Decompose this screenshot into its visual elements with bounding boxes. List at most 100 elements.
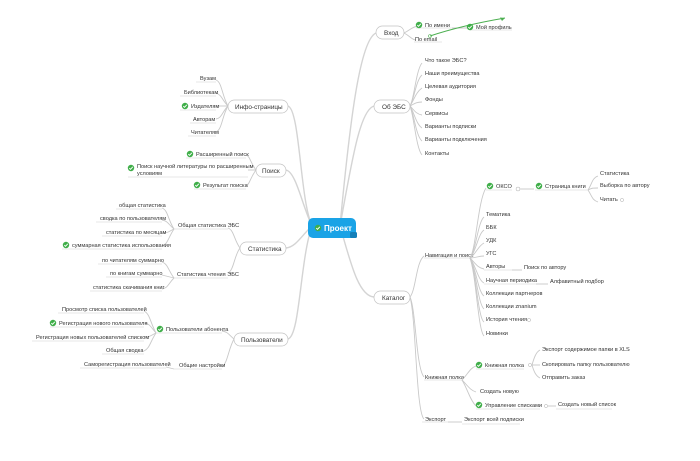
nav-author-search[interactable]: Поиск по автору — [524, 265, 566, 271]
ob-ebs-item[interactable]: Варианты подписки — [425, 124, 476, 130]
poisk-label: Поиск — [262, 168, 280, 175]
check-icon — [486, 182, 494, 190]
stat-general-item[interactable]: сводка по пользователям — [100, 216, 166, 222]
export-label[interactable]: Экспорт — [425, 417, 446, 423]
stat-reading-item[interactable]: по книгам суммарно — [110, 271, 162, 277]
branch-info: Инфо-страницы Вузам Библиотекам Издателя… — [180, 76, 289, 137]
users-account-item[interactable]: Регистрация нового пользователя — [59, 321, 147, 327]
stat-reading-label[interactable]: Статистика чтения ЭБС — [177, 272, 239, 278]
poisk-item[interactable]: Поиск научной литературы по расширенным — [137, 163, 254, 170]
branch-katalog: Каталог Навигация и поиск ОКСО Страница … — [373, 171, 650, 425]
book-item[interactable]: Статистика — [600, 171, 630, 177]
nav-item[interactable]: УГС — [486, 251, 496, 257]
shelf-my[interactable]: Книжная полка — [485, 363, 525, 369]
ob-ebs-item[interactable]: Варианты подключения — [425, 137, 487, 143]
book-item[interactable]: Выборка по автору — [600, 183, 650, 189]
vhod-item-profile[interactable]: Мой профиль — [476, 24, 512, 31]
shelf-new-list[interactable]: Создать новый список — [558, 401, 617, 408]
export-item[interactable]: Экспорт всей подписки — [464, 416, 524, 423]
users-settings-label[interactable]: Общие настройки — [179, 362, 225, 369]
poisk-node[interactable]: Поиск — [255, 163, 287, 178]
stat-general-item[interactable]: суммарная статистика использования — [72, 243, 171, 249]
info-item[interactable]: Авторам — [193, 117, 215, 123]
ob-ebs-item[interactable]: Наши преимущества — [425, 71, 480, 77]
nav-item[interactable]: История чтения — [486, 317, 527, 323]
nav-item[interactable]: Авторы — [486, 264, 505, 270]
check-icon — [475, 401, 483, 409]
users-account-item[interactable]: Регистрация новых пользователей списком — [36, 334, 149, 341]
stat-reading-item[interactable]: статистика скачивания книг — [93, 285, 165, 291]
stat-reading-item[interactable]: по читателям суммарно — [102, 258, 164, 264]
katalog-label: Каталог — [382, 295, 406, 302]
book-item[interactable]: Читать — [600, 197, 618, 203]
vhod-item-by-name[interactable]: По имени — [425, 23, 450, 29]
relation-arrow — [429, 17, 506, 37]
nav-item[interactable]: Тематика — [486, 212, 511, 218]
check-icon — [193, 181, 201, 189]
nav-item[interactable]: УДК — [486, 238, 497, 244]
check-icon — [181, 102, 189, 110]
users-account-item[interactable]: Общая сводка — [106, 348, 144, 354]
branch-ob-ebs: Об ЭБС Что такое ЭБС? Наши преимущества … — [373, 58, 487, 157]
poisk-item[interactable]: условиям — [137, 171, 162, 177]
info-item[interactable]: Читателям — [191, 130, 219, 136]
users-settings-item[interactable]: Саморегистрация пользователей — [84, 361, 171, 368]
poisk-item[interactable]: Расширенный поиск — [196, 151, 249, 158]
check-icon — [314, 224, 322, 232]
ob-ebs-label: Об ЭБС — [382, 103, 406, 111]
nav-search-label[interactable]: Навигация и поиск — [425, 253, 474, 259]
ob-ebs-item[interactable]: Что такое ЭБС? — [425, 58, 467, 64]
shelf-item[interactable]: Скопировать папку пользователю — [542, 362, 630, 368]
stat-label: Статистика — [248, 246, 282, 253]
nav-alpha-index[interactable]: Алфавитный подбор — [550, 278, 604, 285]
vhod-node[interactable]: Вход — [375, 25, 405, 40]
nav-item[interactable]: ББК — [486, 225, 497, 231]
shelf-item[interactable]: Экспорт содержимое папки в XLS — [542, 347, 630, 353]
ob-ebs-node[interactable]: Об ЭБС — [373, 99, 411, 114]
users-node[interactable]: Пользователи — [233, 332, 289, 347]
main-edges — [285, 32, 377, 340]
check-icon — [49, 319, 57, 327]
info-item[interactable]: Издателям — [191, 104, 219, 110]
nav-item[interactable]: Научная периодика — [486, 278, 538, 284]
vhod-item-by-email[interactable]: По email — [415, 37, 437, 43]
nav-book-page[interactable]: Страница книги — [545, 184, 586, 190]
center-label: Проект — [324, 224, 352, 233]
ob-ebs-item[interactable]: Фонды — [425, 97, 443, 103]
check-icon — [156, 325, 164, 333]
users-account-label[interactable]: Пользователи абонента — [166, 327, 229, 333]
branch-users: Пользователи Пользователи абонента Просм… — [32, 306, 289, 370]
users-account-item[interactable]: Просмотр списка пользователей — [62, 306, 147, 313]
branch-stat: Статистика Общая статистика ЭБС общая ст… — [62, 203, 287, 292]
nav-item[interactable]: Коллекции партнеров — [486, 291, 542, 297]
shelf-manage[interactable]: Управление списками — [485, 403, 542, 409]
vhod-label: Вход — [384, 30, 399, 37]
shelf-create[interactable]: Создать новую — [480, 389, 519, 395]
katalog-node[interactable]: Каталог — [373, 290, 411, 305]
center-node[interactable]: Проект — [308, 218, 357, 238]
ob-ebs-item[interactable]: Целевая аудитория — [425, 84, 476, 90]
shelf-item[interactable]: Отправить заказ — [542, 375, 586, 381]
stat-general-label[interactable]: Общая статистика ЭБС — [178, 223, 239, 229]
info-item[interactable]: Библиотекам — [184, 90, 218, 96]
stat-general-item[interactable]: статистика по месяцам — [106, 230, 166, 236]
info-item[interactable]: Вузам — [200, 76, 216, 82]
ob-ebs-item[interactable]: Сервисы — [425, 111, 448, 117]
branch-vhod: Вход По имени По email Мой профиль — [375, 17, 512, 43]
stat-general-item[interactable]: общая статистика — [119, 203, 167, 209]
branch-poisk: Поиск Расширенный поиск Поиск научной ли… — [127, 150, 287, 190]
nav-item[interactable]: Новинки — [486, 331, 508, 337]
poisk-item[interactable]: Результат поиска — [203, 183, 249, 189]
check-icon — [62, 241, 70, 249]
check-icon — [415, 21, 423, 29]
nav-okso[interactable]: ОКСО — [496, 184, 512, 190]
shelf-label[interactable]: Книжная полка — [425, 375, 465, 381]
stat-node[interactable]: Статистика — [239, 241, 287, 256]
ob-ebs-item[interactable]: Контакты — [425, 151, 449, 157]
info-node[interactable]: Инфо-страницы — [227, 99, 289, 114]
nav-item[interactable]: Коллекции znanium — [486, 304, 537, 310]
arrow-head-icon — [500, 17, 505, 21]
check-icon — [186, 150, 194, 158]
check-icon — [127, 164, 135, 172]
